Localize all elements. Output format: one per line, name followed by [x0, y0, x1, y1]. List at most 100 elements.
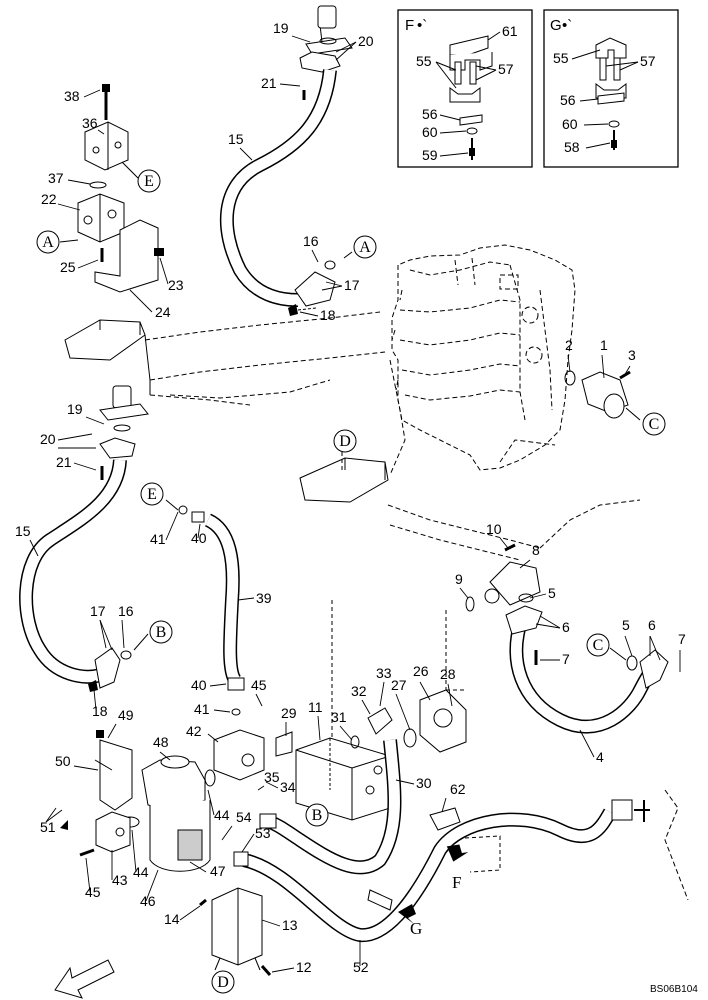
callout-p5: 5 — [622, 617, 630, 633]
svg-text:•`: •` — [562, 17, 572, 34]
callout-p46: 46 — [140, 893, 156, 909]
inset-g-callout-58: 58 — [564, 139, 580, 155]
callout-p53: 53 — [255, 825, 271, 841]
callout-p44: 44 — [133, 864, 149, 880]
callout-p20: 20 — [40, 431, 56, 447]
callout-p19: 19 — [67, 401, 83, 417]
ref-letter-e: E — [144, 173, 154, 190]
callout-p15: 15 — [228, 131, 244, 147]
callout-p52: 52 — [353, 959, 369, 975]
view-arrow-f — [446, 844, 469, 862]
ref-letter-c: C — [593, 637, 604, 654]
callout-p24: 24 — [155, 304, 171, 320]
ref-circle-b — [305, 803, 329, 827]
inset-g: G •` 55 57 56 60 58 — [543, 9, 679, 168]
filter-assembly — [60, 729, 265, 872]
callout-p18: 18 — [320, 307, 336, 323]
callout-p40: 40 — [191, 530, 207, 546]
hose-4 — [465, 543, 669, 734]
callout-p31: 31 — [331, 709, 347, 725]
ref-circle-c — [586, 633, 610, 657]
callout-p16: 16 — [118, 603, 134, 619]
callout-p42: 42 — [186, 723, 202, 739]
callout-p45: 45 — [251, 677, 267, 693]
ref-circle-a — [353, 235, 377, 259]
hose-39 — [178, 505, 245, 716]
callout-p17: 17 — [90, 603, 106, 619]
ref-letter-a: A — [359, 239, 371, 256]
callout-p36: 36 — [82, 115, 98, 131]
callout-p5: 5 — [548, 585, 556, 601]
callout-p10: 10 — [486, 521, 502, 537]
callout-p48: 48 — [153, 734, 169, 750]
ref-letter-c: C — [649, 416, 660, 433]
callout-p35: 35 — [264, 769, 280, 785]
callout-p38: 38 — [64, 88, 80, 104]
callout-p7: 7 — [562, 651, 570, 667]
callout-p41: 41 — [194, 701, 210, 717]
callout-p2: 2 — [565, 337, 573, 353]
ref-circle-e — [140, 482, 164, 506]
block-assembly — [77, 84, 164, 293]
callout-p6: 6 — [562, 619, 570, 635]
callout-p16: 16 — [303, 233, 319, 249]
callout-p18: 18 — [92, 703, 108, 719]
callout-p33: 33 — [376, 665, 392, 681]
callout-p29: 29 — [281, 705, 297, 721]
inset-f-callout-60: 60 — [422, 124, 438, 140]
hose-15-upper — [219, 5, 353, 316]
view-arrow-g — [398, 904, 416, 924]
inset-g-callout-55: 55 — [553, 50, 569, 66]
hose-30 — [259, 739, 402, 875]
callout-p22: 22 — [41, 191, 57, 207]
ref-circle-a — [36, 230, 60, 254]
hose-15-lower — [19, 385, 149, 692]
ref-letter-e: E — [147, 486, 157, 503]
ref-letter-d: D — [217, 974, 229, 991]
ref-circle-d — [211, 970, 235, 994]
inset-f-callout-55: 55 — [416, 53, 432, 69]
callout-p6: 6 — [648, 617, 656, 633]
inset-f-callout-59: 59 — [422, 147, 438, 163]
view-label-f: F — [452, 873, 461, 892]
hose-52 — [233, 789, 689, 943]
inset-g-callout-60: 60 — [562, 116, 578, 132]
callout-p39: 39 — [256, 590, 272, 606]
callout-p9: 9 — [455, 571, 463, 587]
callout-p47: 47 — [210, 863, 226, 879]
manifold-11 — [275, 689, 467, 821]
ref-letter-b: B — [156, 624, 167, 641]
ref-letter-a: A — [42, 234, 54, 251]
callout-p34: 34 — [280, 779, 296, 795]
callout-p7: 7 — [678, 631, 686, 647]
reference-markers: A A E B B C C D D E — [36, 161, 666, 994]
callout-p32: 32 — [351, 683, 367, 699]
callout-p13: 13 — [282, 917, 298, 933]
control-valve-outline — [391, 244, 576, 471]
inset-g-callout-57: 57 — [640, 53, 656, 69]
callout-p43: 43 — [112, 872, 128, 888]
ref-letter-b: B — [312, 807, 323, 824]
orientation-arrow — [54, 959, 115, 999]
callout-p44: 44 — [214, 807, 230, 823]
callout-p45: 45 — [85, 884, 101, 900]
callout-p21: 21 — [56, 454, 72, 470]
frame-outline — [64, 311, 641, 561]
callout-p28: 28 — [440, 666, 456, 682]
inset-f-title: F — [405, 17, 414, 34]
drawing-code: BS06B104 — [650, 984, 698, 995]
ref-letter-d: D — [339, 433, 351, 450]
callout-p62: 62 — [450, 781, 466, 797]
ref-circle-c — [642, 412, 666, 436]
callout-p30: 30 — [416, 775, 432, 791]
callout-p14: 14 — [164, 911, 180, 927]
callout-p27: 27 — [391, 677, 407, 693]
callout-p4: 4 — [596, 749, 604, 765]
ref-circle-b — [149, 620, 173, 644]
callout-p11: 11 — [308, 699, 323, 715]
callout-p19: 19 — [273, 20, 289, 36]
callout-p1: 1 — [600, 337, 608, 353]
inset-f-callout-56: 56 — [422, 106, 438, 122]
part-1-flange — [564, 370, 631, 419]
